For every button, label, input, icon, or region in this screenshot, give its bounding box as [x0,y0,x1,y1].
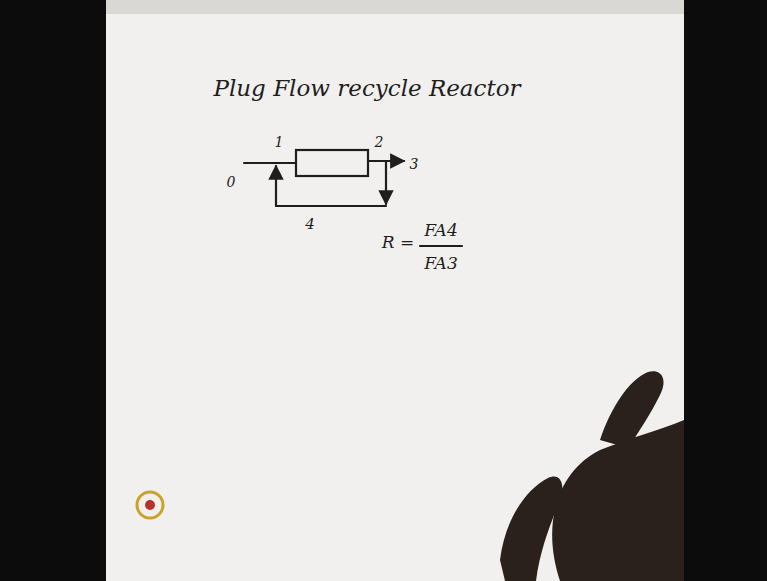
stream-label: 4 [305,215,315,233]
lecturer-hand [500,371,684,581]
stream-label: R = [382,232,414,252]
recycle-down-line [385,161,387,204]
stream-label: 3 [410,156,419,172]
stream-label: 0 [227,174,236,190]
hand-thumb [500,476,562,581]
stream-label: FA3 [424,253,457,273]
logo-mark [137,492,163,518]
paper-top-strip [106,0,684,14]
fraction-bar [420,245,462,247]
logo-core [145,500,155,510]
diagram-title: Plug Flow recycle Reactor [213,75,520,101]
stream-label: 2 [375,134,384,150]
hand-finger [600,371,664,448]
recycle-return-line [276,205,386,207]
stream-label: 1 [275,134,284,150]
stream-label: FA4 [424,220,457,240]
recycle-up-line [275,166,277,206]
paper-sheet [106,0,684,581]
reactor-box [296,150,368,176]
logo-ring [137,492,163,518]
feed-line [244,162,296,164]
